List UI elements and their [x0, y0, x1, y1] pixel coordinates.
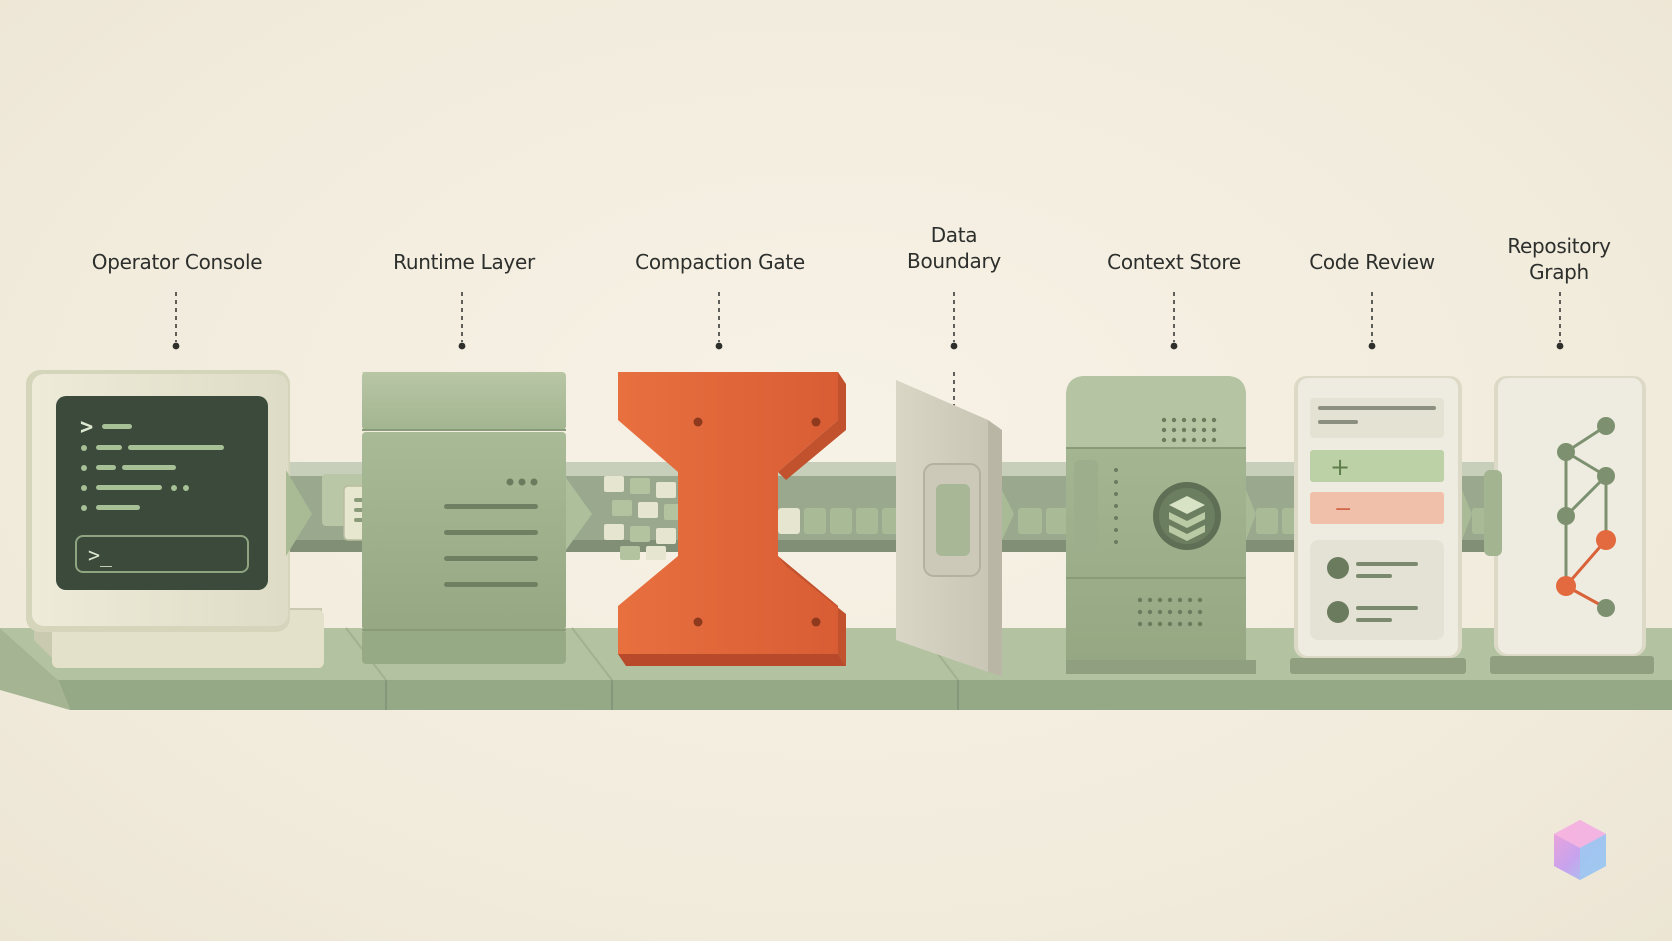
- context-store-unit: [1066, 376, 1256, 674]
- diff-removed-row: [1310, 492, 1444, 524]
- operator-console-unit: > >_: [26, 370, 324, 668]
- label-context-store: Context Store: [1107, 250, 1241, 274]
- compaction-gate-unit: [618, 372, 846, 666]
- label-runtime-layer: Runtime Layer: [393, 250, 535, 274]
- label-code-review: Code Review: [1309, 250, 1435, 274]
- data-boundary-unit: [896, 380, 1014, 676]
- svg-text:−: −: [1334, 497, 1352, 522]
- repository-graph-unit: [1484, 376, 1654, 674]
- console-input-box: [75, 535, 249, 573]
- svg-text:>_: >_: [88, 543, 113, 567]
- code-review-unit: + −: [1290, 376, 1472, 674]
- svg-text:>: >: [80, 415, 93, 440]
- console-screen: [56, 396, 268, 590]
- runtime-layer-unit: [362, 372, 592, 664]
- label-data-boundary: Data Boundary: [907, 223, 1001, 273]
- leader-dots: [172, 342, 1564, 350]
- label-repository-graph: Repository Graph: [1507, 234, 1611, 284]
- label-compaction-gate: Compaction Gate: [635, 250, 805, 274]
- svg-text:+: +: [1330, 453, 1350, 481]
- diff-added-row: [1310, 450, 1444, 482]
- logo-cube-icon: [1554, 820, 1606, 880]
- terminal-icon: >: [80, 415, 224, 511]
- layers-icon: [1153, 482, 1221, 550]
- label-operator-console: Operator Console: [91, 250, 263, 274]
- graph-icon: [1556, 417, 1616, 617]
